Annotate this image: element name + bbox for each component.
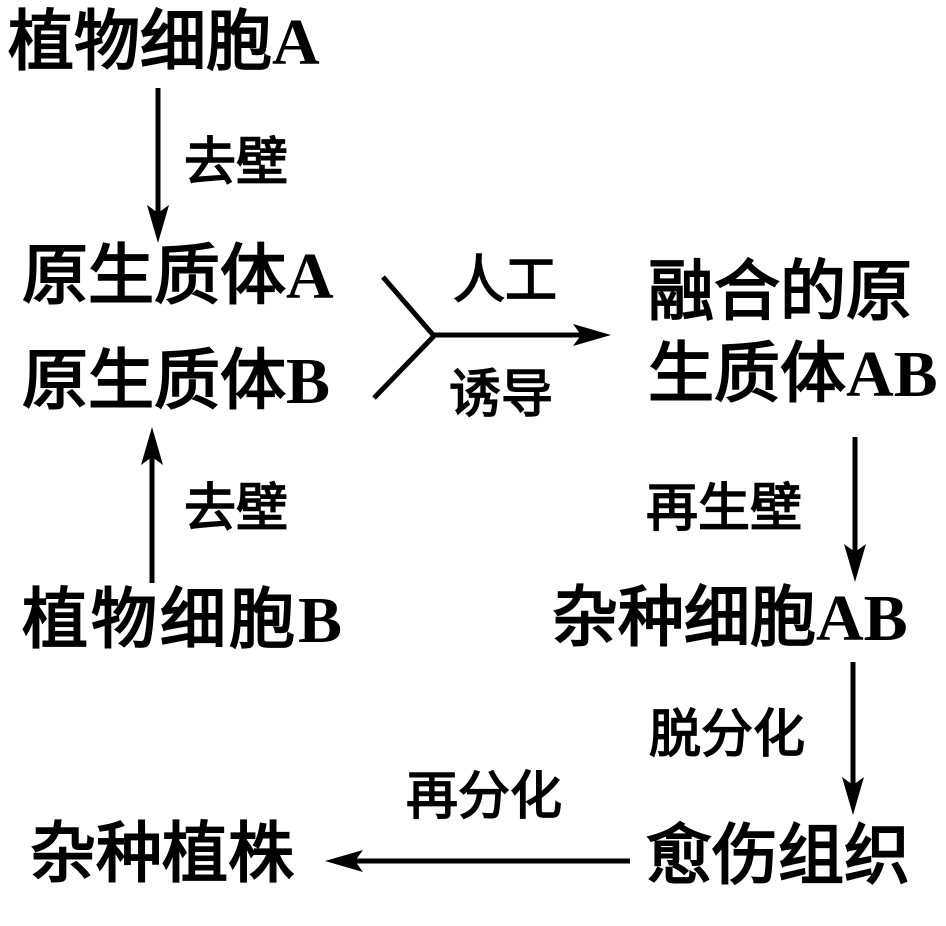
label-regenerate-wall: 再生壁 — [646, 481, 803, 538]
node-hybrid-plant: 杂种植株 — [30, 818, 294, 891]
arrow-fusion-merge — [372, 275, 611, 400]
label-remove-wall-bottom: 去壁 — [184, 481, 289, 538]
label-induction: 诱导 — [449, 367, 554, 424]
label-artificial: 人工 — [453, 253, 558, 310]
node-callus: 愈伤组织 — [646, 820, 910, 893]
arrow-redifferentiation — [325, 850, 630, 872]
label-dedifferentiation: 脱分化 — [649, 707, 806, 764]
node-fused-protoplast-ab: 融合的原 生质体AB — [648, 252, 938, 416]
node-fused-protoplast-ab-line2: 生质体AB — [648, 338, 938, 411]
arrow-regenerate-wall — [844, 437, 866, 582]
arrow-remove-wall-b — [141, 427, 163, 583]
node-plant-cell-b: 植物细胞B — [22, 584, 346, 657]
arrow-remove-wall-a — [147, 88, 169, 243]
node-protoplast-a: 原生质体A — [22, 240, 334, 313]
arrow-dedifferentiation — [842, 662, 864, 815]
node-hybrid-cell-ab: 杂种细胞AB — [552, 582, 908, 655]
label-remove-wall-top: 去壁 — [184, 135, 289, 192]
node-protoplast-b: 原生质体B — [22, 345, 331, 418]
node-plant-cell-a: 植物细胞A — [8, 6, 320, 79]
label-redifferentiation: 再分化 — [406, 769, 563, 826]
node-fused-protoplast-ab-line1: 融合的原 — [648, 256, 912, 329]
